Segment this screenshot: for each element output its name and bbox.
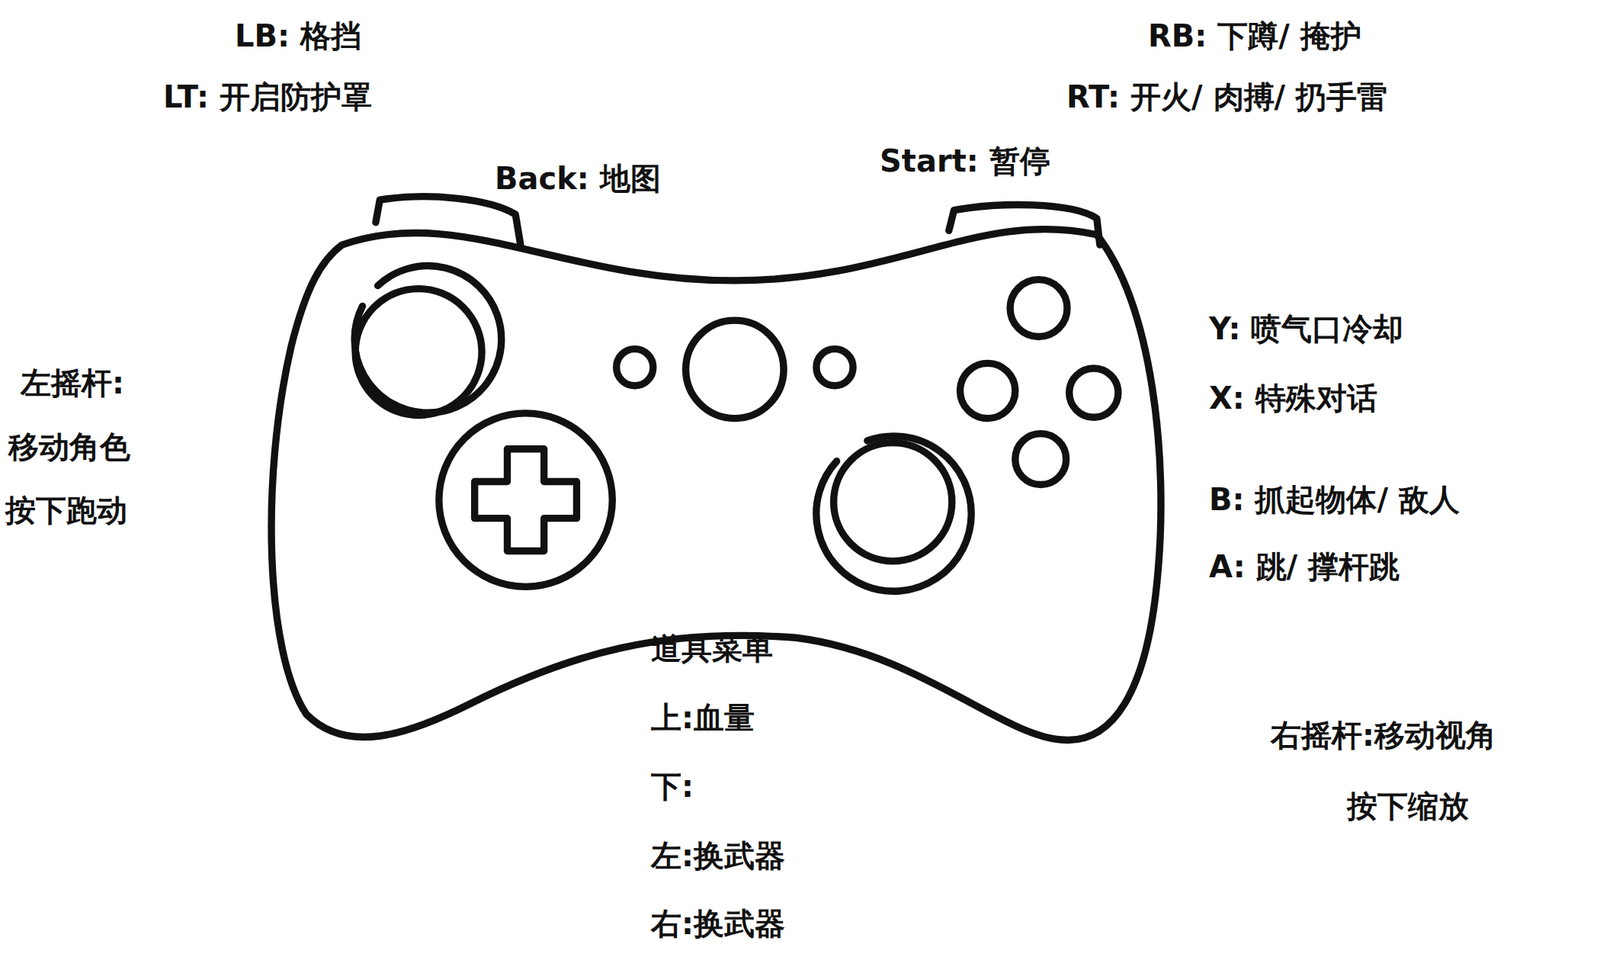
control-label: RT: 开火/ 肉搏/ 扔手雷 <box>1066 79 1388 115</box>
control-label: Start: 暂停 <box>879 143 1051 179</box>
right-bumper <box>949 205 1100 246</box>
control-label: B: 抓起物体/ 敌人 <box>1208 481 1460 517</box>
back-button <box>616 349 654 386</box>
control-label: Back: 地图 <box>494 160 661 196</box>
control-label: 按下缩放 <box>1346 788 1469 824</box>
control-label: 道具菜单 <box>650 630 773 666</box>
left-bumper <box>375 196 521 245</box>
right-stick <box>833 442 953 562</box>
control-label: LT: 开启防护罩 <box>163 79 372 115</box>
a-button <box>1015 433 1067 485</box>
control-label: X: 特殊对话 <box>1208 380 1378 416</box>
control-label: 按下跑动 <box>5 492 128 528</box>
control-label: RB: 下蹲/ 掩护 <box>1147 18 1362 54</box>
control-label: 移动角色 <box>8 429 131 465</box>
y-button <box>1010 279 1068 337</box>
dpad-cross <box>474 448 578 552</box>
control-label: 上:血量 <box>650 699 755 735</box>
control-label: A: 跳/ 撑杆跳 <box>1208 548 1400 584</box>
control-label: 左:换武器 <box>650 837 786 873</box>
left-stick <box>355 288 482 416</box>
control-label: Y: 喷气口冷却 <box>1208 311 1404 347</box>
control-label: 下: <box>650 768 694 804</box>
controller-body <box>271 229 1161 741</box>
right-stick-rim <box>816 436 972 591</box>
control-label: LB: 格挡 <box>234 18 362 54</box>
left-stick-rim <box>354 266 502 414</box>
control-label: 右:换武器 <box>650 905 786 941</box>
dpad-ring <box>439 413 613 587</box>
b-button <box>1069 368 1119 417</box>
control-label: 右摇杆:移动视角 <box>1270 717 1497 753</box>
x-button <box>960 362 1016 418</box>
guide-button <box>686 320 784 418</box>
start-button <box>816 349 853 386</box>
control-label: 左摇杆: <box>20 365 125 401</box>
